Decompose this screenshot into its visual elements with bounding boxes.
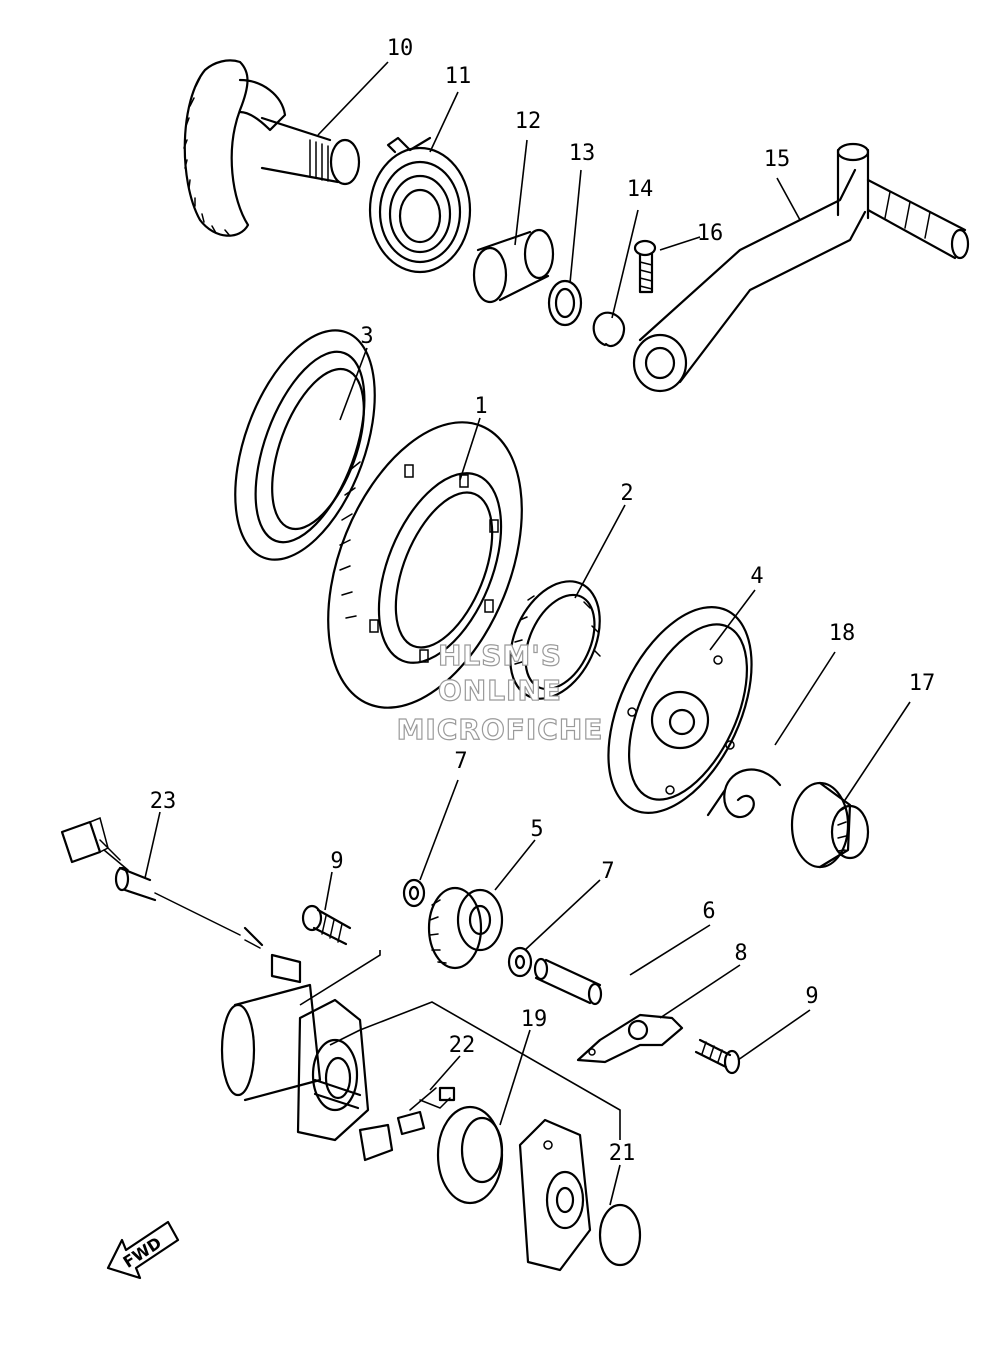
part-number-label: 3 [360, 324, 373, 349]
part-number-label: 17 [909, 671, 936, 696]
part-number-label: 6 [702, 899, 715, 924]
part-number-label: 19 [521, 1007, 548, 1032]
washer-part-14 [547, 279, 583, 327]
part-number-label: 14 [627, 177, 654, 202]
ring-part-3 [234, 329, 376, 561]
end-cover [518, 1118, 592, 1272]
screw-part-9 [694, 1038, 741, 1075]
watermark: HLSM'S ONLINE MICROFICHE [396, 638, 604, 746]
washer-part-7-lower [507, 946, 533, 978]
bolt-part-17 [633, 239, 657, 294]
part-number-label: 10 [387, 36, 414, 61]
part-number-label: 23 [150, 789, 177, 814]
part-number-label: 4 [750, 564, 763, 589]
part-number-label: 9 [330, 849, 343, 874]
ring-gear-part-1 [327, 421, 523, 709]
one-way-clutch-part-2 [509, 580, 601, 700]
clip-part-19 [706, 768, 782, 819]
part-number-label: 1 [474, 394, 487, 419]
part-number-label: 11 [445, 64, 472, 89]
screw-part-10 [301, 904, 352, 946]
o-ring-part-21 [598, 1203, 642, 1267]
idler-gear-part-5 [427, 886, 504, 970]
torsion-spring-part-12 [368, 136, 472, 274]
brush-holder-part-20 [436, 1105, 504, 1205]
part-number-label: 9 [805, 984, 818, 1009]
brush-set-part-22 [358, 1086, 456, 1162]
part-number-label: 7 [601, 859, 614, 884]
part-number-label: 18 [829, 621, 856, 646]
drive-gear-part-18 [790, 781, 870, 869]
part-number-label: 5 [530, 817, 543, 842]
svg-text:MICROFICHE: MICROFICHE [397, 713, 604, 746]
part-number-label: 8 [734, 941, 747, 966]
part-number-label: 22 [449, 1033, 476, 1058]
circlip-part-15 [592, 311, 626, 348]
part-number-label: 12 [515, 109, 542, 134]
lead-wire-part-23 [60, 816, 302, 984]
plate-part-8 [576, 1013, 684, 1064]
kick-axle-part-11 [183, 59, 361, 237]
part-number-label: 16 [697, 221, 724, 246]
part-number-label: 2 [620, 481, 633, 506]
part-number-label: 21 [609, 1141, 636, 1166]
shaft-part-6 [533, 957, 603, 1006]
forward-direction-arrow: FWD [106, 1220, 180, 1280]
starter-motor-assembly [220, 983, 370, 1142]
svg-text:HLSM'S: HLSM'S [438, 639, 562, 672]
svg-text:ONLINE: ONLINE [438, 674, 562, 707]
part-number-label: 15 [764, 147, 791, 172]
kick-crank-part-16 [632, 142, 970, 393]
collar-part-13 [472, 228, 555, 304]
part-number-label: 13 [569, 141, 596, 166]
washer-part-7-upper [402, 878, 426, 908]
starter-clutch-part-4 [607, 606, 753, 814]
part-number-label: 7 [454, 749, 467, 774]
